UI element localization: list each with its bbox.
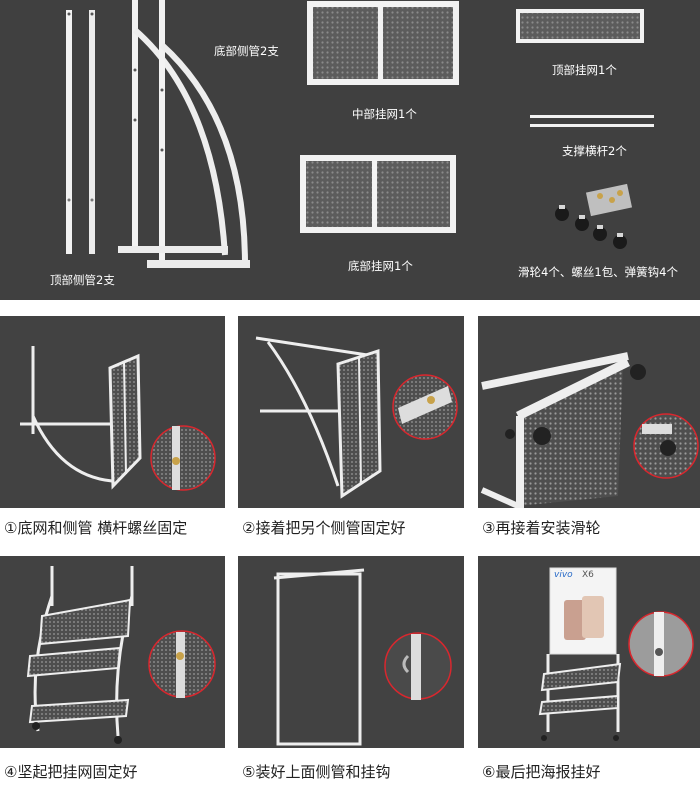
bottom-side-tube-label: 底部侧管2支: [214, 44, 279, 58]
top-net-icon: [516, 9, 644, 43]
step-1-caption: ①底网和侧管 横杆螺丝固定: [4, 519, 188, 537]
top-side-tube-icon: [66, 10, 95, 254]
bottom-net-icon: [300, 155, 456, 233]
support-bar-icon: [530, 115, 654, 127]
step-4-photo: [0, 556, 225, 748]
bottom-net-label: 底部挂网1个: [348, 259, 413, 273]
step-6-caption: ⑥最后把海报挂好: [482, 763, 601, 781]
step-4-caption: ④坚起把挂网固定好: [4, 763, 138, 781]
support-bar-label: 支撑横杆2个: [562, 144, 627, 158]
top-side-tube-label: 顶部侧管2支: [50, 273, 115, 287]
step-3-photo: [478, 316, 700, 508]
hardware-icon: [555, 183, 633, 249]
middle-net-label: 中部挂网1个: [352, 107, 417, 121]
middle-net-icon: [307, 1, 459, 85]
poster-brand: vivo: [554, 570, 573, 580]
poster-model: X6: [582, 570, 594, 580]
step-5-caption: ⑤装好上面侧管和挂钩: [242, 763, 391, 781]
bottom-side-tube-icon: [118, 0, 250, 268]
parts-illustration: [66, 0, 654, 268]
hardware-label: 滑轮4个、螺丝1包、弹簧钩4个: [518, 265, 678, 279]
step-3-caption: ③再接着安装滑轮: [482, 519, 601, 537]
step-5-photo: [238, 556, 464, 748]
parts-panel: 底部侧管2支 顶部侧管2支 中部挂网1个 底部挂网1个 顶部挂网1个 支撑横杆2…: [0, 0, 700, 300]
step-1-photo: [0, 316, 225, 508]
step-2-caption: ②接着把另个侧管固定好: [242, 519, 406, 537]
step-2-photo: [238, 316, 464, 508]
top-net-label: 顶部挂网1个: [552, 63, 617, 77]
step-6-photo: vivo X6: [478, 556, 700, 748]
